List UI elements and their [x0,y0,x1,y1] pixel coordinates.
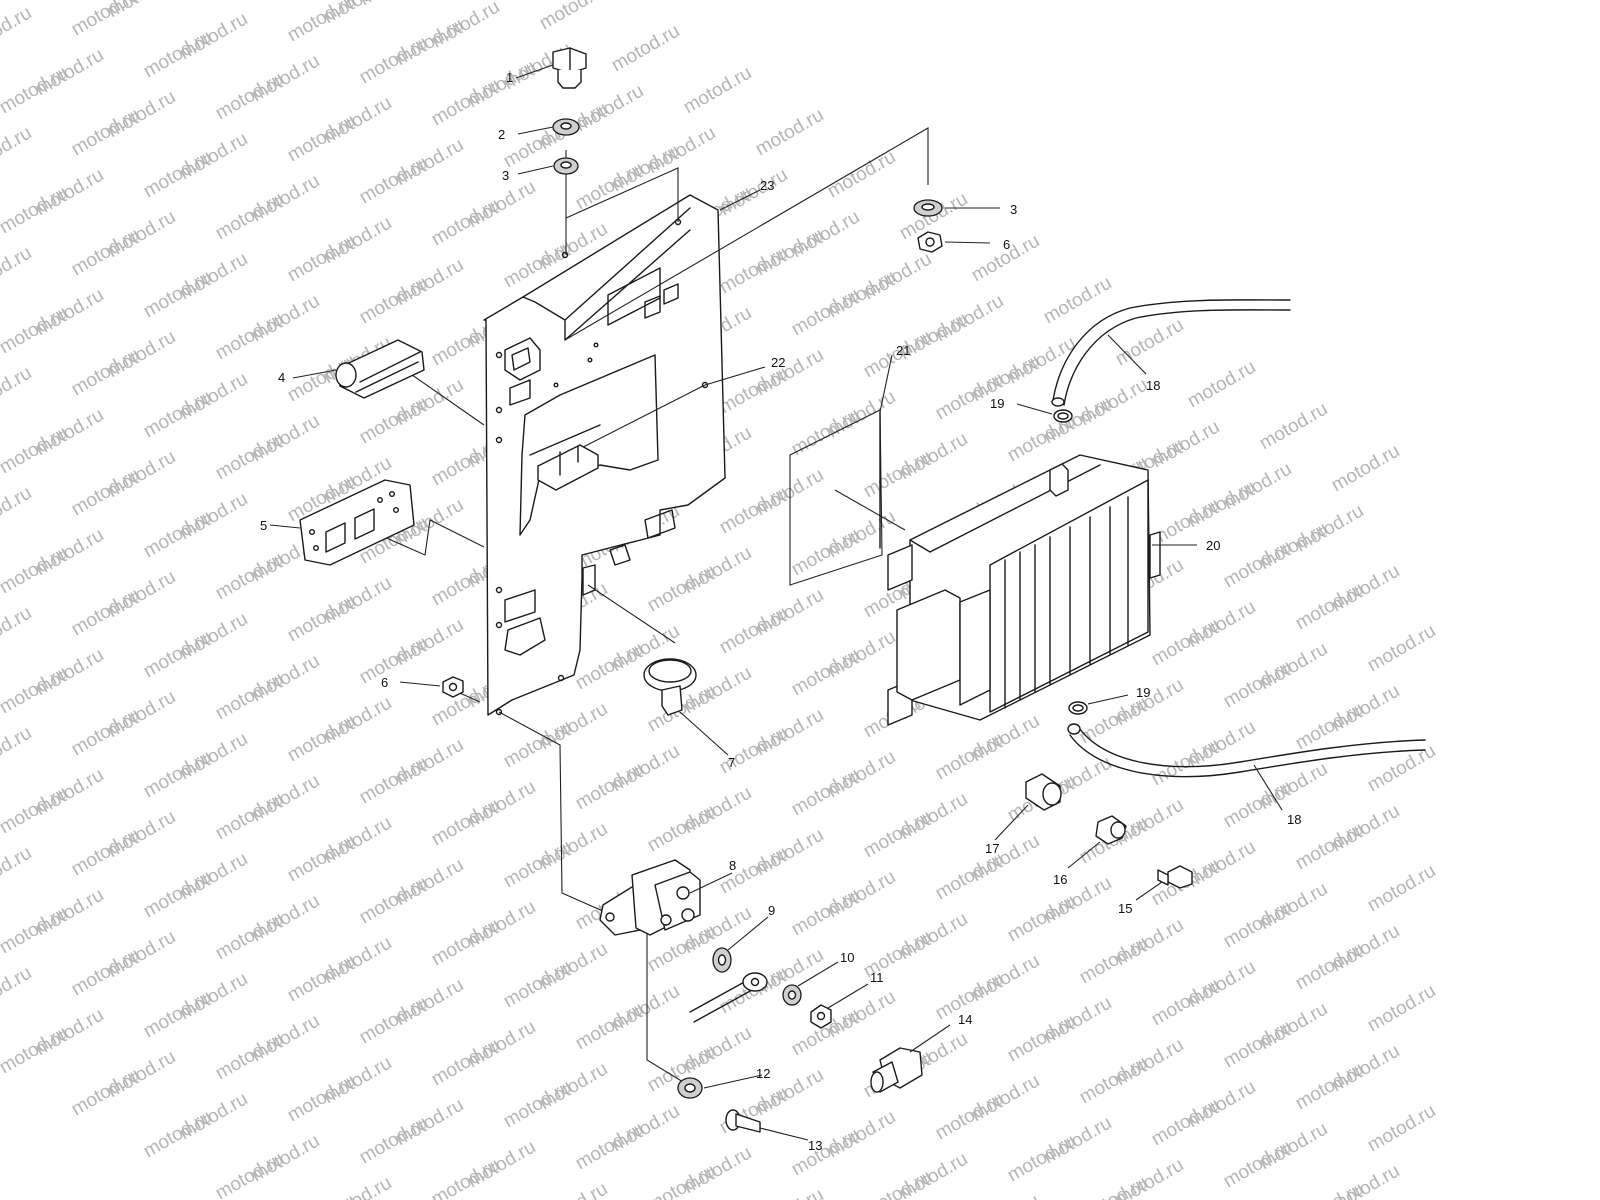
part-grommet-4 [335,339,425,399]
callout-20: 20 [1206,538,1220,553]
callout-6: 6 [1003,237,1010,252]
callout-14: 14 [958,1012,972,1027]
callout-leaders [269,64,1283,1141]
callout-15: 15 [1118,901,1132,916]
part-washer-3 [553,157,579,175]
callout-19b: 19 [1136,685,1150,700]
callout-13: 13 [808,1138,822,1153]
part-nut-6a [917,231,943,253]
part-screw-13 [725,1109,761,1133]
part-hose-18b [1067,723,1426,778]
callout-8: 8 [729,858,736,873]
part-hose-18a [1051,299,1291,407]
callout-23: 23 [760,178,774,193]
leader-lines [356,127,929,1086]
part-plate-5 [299,479,415,566]
part-clamp-7 [643,658,697,716]
callout-18b: 18 [1287,812,1301,827]
part-solenoid-8 [599,859,701,936]
callout-18: 18 [1146,378,1160,393]
part-bolt-1 [552,47,587,89]
part-nut-6b [442,676,464,698]
callout-17: 17 [985,841,999,856]
part-washer-3b [913,199,943,217]
callout-9: 9 [768,903,775,918]
callout-12: 12 [756,1066,770,1081]
part-lock-washer-9 [712,947,732,973]
part-bracket-22 [537,444,599,491]
callout-3b: 3 [1010,202,1017,217]
callout-4: 4 [278,370,285,385]
part-washer-12 [677,1077,703,1099]
part-washer-2 [552,118,580,136]
callout-22: 22 [771,355,785,370]
callout-11: 11 [870,970,884,985]
part-cable-terminal [689,972,768,1023]
callout-5: 5 [260,518,267,533]
part-boot-14 [870,1047,923,1093]
callout-2: 2 [498,127,505,142]
callout-7: 7 [728,755,735,770]
part-grommet-17 [1025,773,1062,811]
part-spacer-16 [1095,815,1127,845]
part-module-20 [887,454,1161,726]
callout-6b: 6 [381,675,388,690]
callout-1: 1 [506,70,513,85]
callout-19: 19 [990,396,1004,411]
part-bolt-15 [1157,865,1193,889]
part-hose-clamp-19a [1053,409,1073,423]
mounting-plate [483,194,726,716]
part-nut-11 [810,1004,832,1029]
callout-numbers: 1 2 3 3 4 5 6 6 7 8 9 10 11 12 13 14 15 … [260,70,1301,1153]
part-washer-10 [782,984,802,1006]
part-hose-clamp-19b [1068,701,1088,715]
callout-21: 21 [896,343,910,358]
callout-10: 10 [840,950,854,965]
callout-16: 16 [1053,872,1067,887]
callout-3: 3 [502,168,509,183]
